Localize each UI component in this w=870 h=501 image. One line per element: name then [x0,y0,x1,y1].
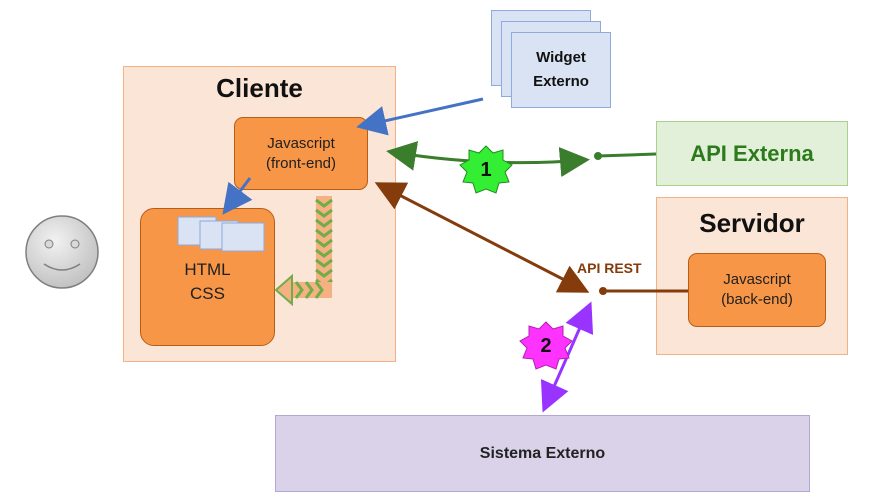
badge-1-star [459,145,513,194]
render-zigzag-arrow [274,196,333,307]
sistema-externo-box: Sistema Externo [275,415,810,492]
cliente-title: Cliente [216,73,303,103]
widget-line2: Externo [533,73,589,90]
api-externa-dot [594,152,602,160]
widget-to-js-arrow [356,97,484,136]
servidor-title: Servidor [699,208,805,238]
pages-icon [176,215,268,253]
api-rest-label: API REST [577,260,642,276]
user-smiley-icon [24,214,100,290]
badge-1-number: 1 [480,159,492,181]
api-rest-arrow [374,182,590,293]
javascript-front-end-box: Javascript (front-end) [234,117,368,190]
api-externa-label: API Externa [690,140,814,166]
js-front-line1: Javascript [267,134,335,152]
api-externa-connector [597,152,657,158]
javascript-back-end-box: Javascript (back-end) [688,253,826,327]
api-externa-box: API Externa [656,121,848,186]
badge-2-star [519,321,573,370]
badge-2-number: 2 [540,335,552,357]
api-rest-dot [599,287,607,295]
sistema-externo-label: Sistema Externo [479,444,606,462]
js-to-html-arrow [222,177,253,215]
js-back-line1: Javascript [723,271,791,288]
widget-line1: Widget [536,49,586,66]
widget-externo-box: Widget Externo [511,32,611,108]
js-back-line2: (back-end) [721,291,793,308]
css-label: CSS [190,284,225,303]
js-front-line2: (front-end) [265,154,337,172]
html-label: HTML [184,260,231,279]
